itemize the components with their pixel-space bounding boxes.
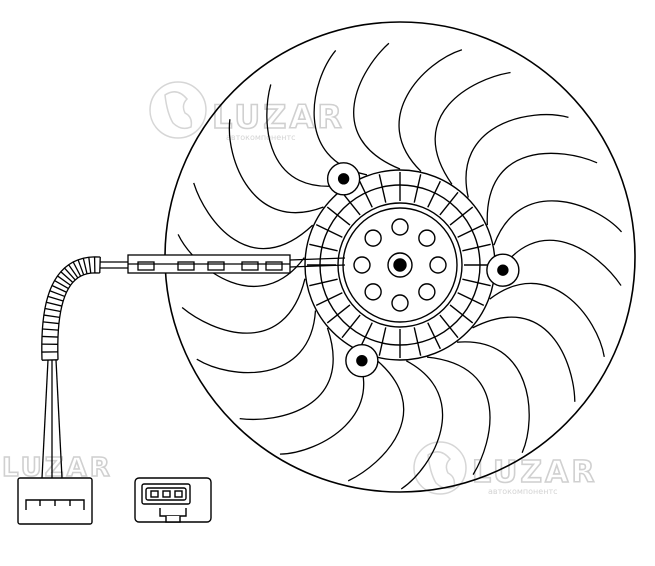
fan-hub — [343, 208, 457, 322]
blade-trailing-edge — [399, 50, 462, 172]
watermark-tagline: автокомпонентс — [488, 487, 558, 496]
hub-bolt-hole — [419, 284, 435, 300]
blade-leading-edge — [487, 153, 597, 225]
mount-lug-hole — [339, 174, 349, 184]
blade-leading-edge — [354, 43, 400, 169]
hub-bolt-hole — [392, 295, 408, 311]
watermark-tagline: автокомпонентс — [226, 133, 296, 142]
blade-leading-edge — [240, 328, 333, 420]
blade-leading-edge — [435, 72, 510, 184]
conduit-rib — [46, 302, 62, 306]
corrugated-conduit — [42, 257, 100, 360]
conduit-rib — [69, 265, 78, 278]
hub-shaft — [394, 259, 406, 271]
connector-side-view — [18, 478, 92, 524]
watermark-brand: LUZAR — [212, 98, 345, 136]
conduit-rib — [48, 296, 63, 301]
blade-trailing-edge — [457, 342, 529, 453]
blade-trailing-edge — [490, 283, 605, 357]
mount-lug-hole — [357, 356, 367, 366]
conduit-rib — [83, 258, 87, 274]
watermark-logo-icon — [150, 82, 206, 138]
connector-pins — [151, 491, 182, 497]
conduit-rib — [50, 291, 65, 297]
wiring-harness — [42, 255, 345, 478]
watermark-logo-icon — [414, 442, 466, 494]
hub-bolt-hole — [354, 257, 370, 273]
conduit-rib — [42, 336, 58, 337]
hub-bolt-hole — [419, 230, 435, 246]
blade-leading-edge — [182, 279, 305, 333]
connector-face-view — [135, 478, 211, 522]
conduit-rib — [61, 272, 73, 283]
blade-trailing-edge — [466, 115, 568, 198]
conduit-rib — [42, 329, 58, 330]
hub-bolt-hole — [365, 230, 381, 246]
conduit-rib — [89, 257, 91, 273]
hub-bolt-hole — [392, 219, 408, 235]
mount-lug-hole — [498, 265, 508, 275]
watermark-brand: LUZAR — [472, 455, 597, 490]
conduit-rib — [44, 315, 60, 317]
blade-trailing-edge — [494, 201, 622, 245]
conduit-rib — [45, 309, 61, 312]
conduit-rib — [43, 322, 59, 324]
conduit-rib — [65, 268, 76, 280]
watermark-top: LUZAR автокомпонентс — [150, 82, 345, 142]
hub-bolt-hole — [430, 257, 446, 273]
blade-leading-edge — [473, 317, 575, 402]
hub-bolt-hole — [365, 284, 381, 300]
blade-trailing-edge — [197, 311, 316, 373]
blade-trailing-edge — [401, 361, 442, 489]
